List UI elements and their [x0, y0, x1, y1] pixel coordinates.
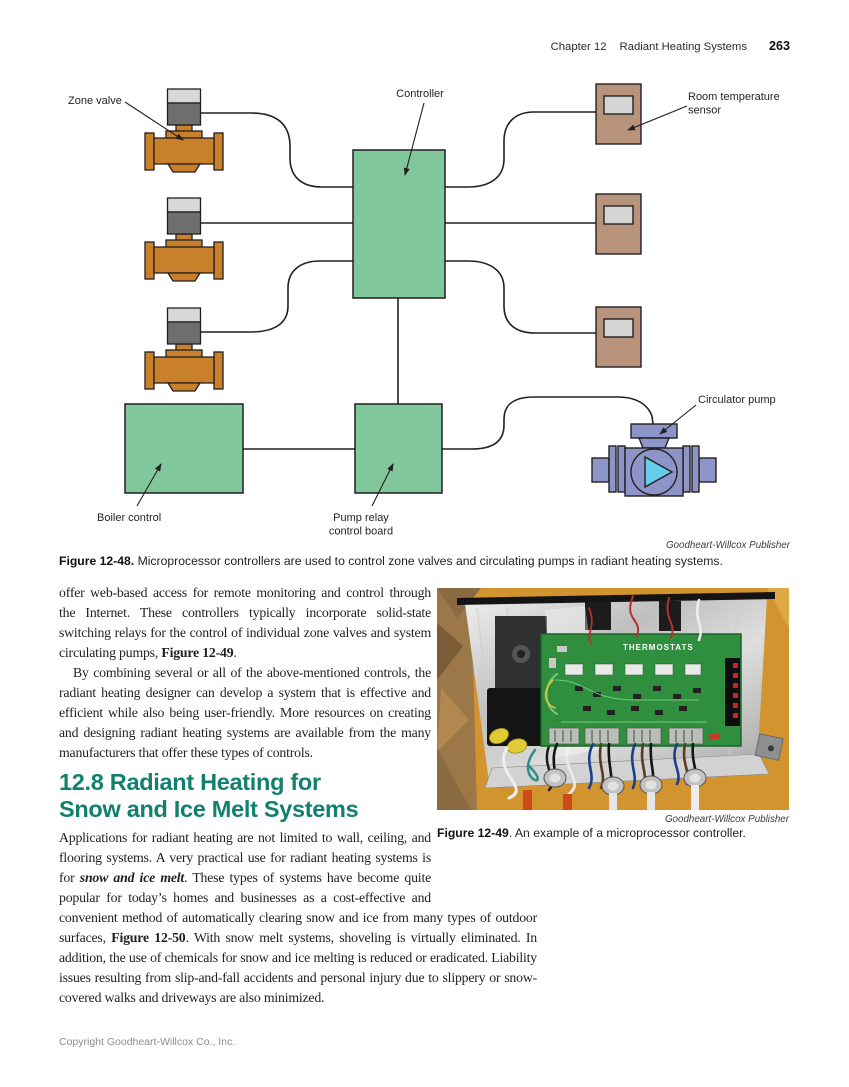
controller-box — [352, 149, 446, 299]
fitting — [639, 775, 663, 795]
top-post-1 — [585, 602, 611, 630]
wall-clip — [754, 733, 784, 761]
top-post-2 — [659, 601, 681, 631]
sensor-display — [603, 318, 634, 338]
label-controller: Controller — [396, 88, 444, 100]
board-pads — [564, 663, 702, 676]
header-title: Radiant Heating Systems — [619, 41, 747, 53]
exit-cables — [523, 785, 699, 810]
boiler-control-box — [124, 403, 244, 494]
label-pump-relay-1: Pump relay — [333, 512, 389, 524]
sensor-display — [603, 95, 634, 115]
figure-12-49-caption: Figure 12-49. An example of a microproce… — [437, 826, 746, 840]
room-temperature-sensor-2 — [595, 193, 642, 255]
green-boxes — [124, 149, 446, 494]
figure-12-48-caption: Figure 12-48. Microprocessor controllers… — [59, 554, 723, 568]
pump-flow-arrow — [644, 455, 674, 489]
main-text-column: THERMOSTATS — [59, 583, 789, 1008]
section-heading-line-1: 12.8 Radiant Heating for — [59, 769, 321, 795]
room-temperature-sensors — [595, 83, 642, 368]
fitting — [601, 776, 625, 796]
wire-zone-valve-3 — [201, 260, 353, 333]
paragraph-2: By combining several or all of the above… — [59, 665, 431, 760]
circulator-pump — [591, 423, 717, 497]
wire-sensor-3 — [445, 260, 596, 334]
zone-valve-2 — [144, 197, 224, 282]
terminal-slots — [554, 730, 693, 742]
brand-mark — [709, 734, 719, 739]
label-room-temp-2: sensor — [688, 105, 721, 117]
wire-zone-valve-1 — [201, 112, 353, 188]
figure-12-48-credit: Goodheart-Willcox Publisher — [665, 540, 790, 551]
diagram-labels: Zone valve Controller Room temperature s… — [68, 88, 780, 538]
section-heading-12-8: 12.8 Radiant Heating for Snow and Ice Me… — [59, 769, 537, 823]
diagram-wires — [201, 111, 654, 450]
wire-pump-relay-pump — [442, 396, 654, 450]
arrow-boiler-control — [136, 463, 162, 507]
arrow-circulator-pump — [659, 404, 697, 435]
running-header: Chapter 12 Radiant Heating Systems 263 — [0, 39, 790, 53]
valve-actuator — [166, 211, 202, 235]
valve-actuator — [166, 102, 202, 126]
leader-arrows — [124, 101, 697, 507]
board-components — [549, 646, 701, 715]
figure-12-49-credit: Goodheart-Willcox Publisher — [664, 814, 789, 825]
pump-relay-box — [354, 403, 443, 494]
copyright-line: Copyright Goodheart-Willcox Co., Inc. — [59, 1036, 236, 1048]
label-circulator-pump: Circulator pump — [698, 394, 776, 406]
section-heading-line-2: Snow and Ice Melt Systems — [59, 796, 359, 822]
valve-actuator-cap — [166, 88, 202, 104]
figure-12-49: THERMOSTATS — [437, 588, 789, 900]
room-temperature-sensor-3 — [595, 306, 642, 368]
key-term: snow and ice melt — [79, 870, 185, 885]
arrow-controller — [403, 102, 425, 176]
thermostat-wires — [544, 595, 702, 715]
sensor-display — [603, 205, 634, 225]
enclosure-top-rail — [457, 592, 775, 605]
zone-valves — [144, 88, 224, 392]
label-pump-relay-2: control board — [329, 526, 393, 538]
arrow-pump-relay — [371, 463, 394, 507]
arrow-zone-valve — [124, 101, 184, 141]
valve-actuator-cap — [166, 197, 202, 213]
zone-valve-1 — [144, 88, 224, 173]
wire-nuts — [489, 727, 528, 754]
figure-12-48-diagram: Zone valve Controller Room temperature s… — [68, 83, 780, 538]
board-traces — [554, 679, 707, 723]
label-boiler-control: Boiler control — [97, 512, 161, 524]
paragraph-3: Applications for radiant heating are not… — [59, 830, 537, 1005]
figure-ref-12-49: Figure 12-49 — [161, 645, 234, 660]
label-room-temp-1: Room temperature — [688, 91, 780, 103]
wire-sensor-1 — [445, 111, 596, 188]
paragraph-1: offer web-based access for remote monito… — [59, 585, 431, 660]
label-zone-valve: Zone valve — [68, 95, 122, 107]
zone-valve-3 — [144, 307, 224, 392]
header-chapter: Chapter 12 — [550, 41, 607, 53]
board-label: THERMOSTATS — [623, 643, 694, 652]
figure-12-49-label: Figure 12-49 — [437, 826, 509, 840]
valve-actuator-cap — [166, 307, 202, 323]
edge-connector-pins — [733, 663, 738, 718]
figure-12-49-photo: THERMOSTATS — [437, 588, 789, 810]
valve-actuator — [166, 321, 202, 345]
circuit-board: THERMOSTATS — [540, 633, 742, 747]
figure-12-48-caption-block: Goodheart-Willcox Publisher Figure 12-48… — [59, 540, 790, 569]
figure-12-48-label: Figure 12-48. — [59, 554, 135, 568]
fitting — [683, 768, 707, 788]
fitting — [543, 768, 567, 788]
conduit-fittings — [543, 768, 707, 796]
figure-ref-12-50: Figure 12-50 — [111, 930, 186, 945]
room-temperature-sensor-1 — [595, 83, 642, 145]
arrow-room-temp-sensor — [627, 105, 688, 131]
page-number: 263 — [768, 39, 790, 53]
